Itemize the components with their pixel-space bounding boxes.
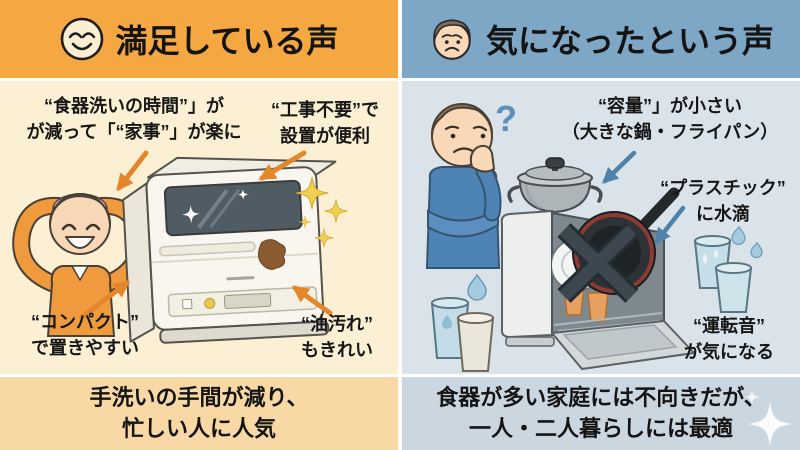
plastic-cups-left (430, 273, 495, 372)
question-mark: ? (495, 98, 517, 139)
blue-arrows (602, 150, 686, 245)
relaxed-man-and-clean-dishwasher-illustration (12, 150, 348, 344)
callout-compact: “コンパクト” で置きやすい (31, 312, 139, 359)
sparkle-icons (295, 176, 348, 248)
callout-oil-stains: “油汚れ” もきれい (301, 314, 373, 361)
relaxed-man (12, 193, 148, 337)
large-pot (507, 157, 603, 214)
plastic-cups-right (693, 226, 763, 313)
callout-dishwashing-time: “食器洗いの時間”」が が減って「“家事”」が楽に (26, 96, 242, 143)
orange-arrows (79, 150, 333, 320)
concerned-title: 気になったという声 (485, 23, 774, 59)
worried-face-icon (433, 19, 471, 60)
worried-man-and-open-dishwasher-illustration: ? (425, 98, 763, 372)
callout-plastic: “プラスチック” に水滴 (660, 178, 786, 225)
concerned-body: ? (402, 78, 800, 374)
concerned-summary-text: 食器が多い家庭には不向きだが、 一人・二人暮らしには最適 (436, 384, 766, 441)
grease-stain (257, 239, 286, 270)
dishwasher-window (163, 179, 303, 237)
callout-capacity: “容量”」が小さい （大きな鍋・フライパン） (561, 96, 779, 143)
satisfied-title: 満足している声 (115, 23, 339, 59)
satisfied-header: 満足している声 (0, 0, 398, 78)
callout-no-construction: “工事不要”で 設置が便利 (271, 100, 379, 147)
satisfied-body: “食器洗いの時間”」が が減って「“家事”」が楽に “工事不要”で 設置が便利 … (0, 78, 398, 374)
concerned-header: 気になったという声 (402, 0, 800, 78)
satisfied-panel: 満足している声 (0, 0, 398, 450)
smiley-face-icon (61, 17, 104, 61)
x-mark (557, 223, 639, 303)
satisfied-summary-text: 手洗いの手間が減り、 忙しい人に人気 (89, 384, 309, 441)
concerned-panel: 気になったという声 (402, 0, 800, 450)
callout-noise: “運転音” が気になる (684, 316, 774, 363)
worried-man: ? (425, 98, 517, 269)
open-dishwasher (500, 187, 695, 370)
concerned-summary-banner: 食器が多い家庭には不向きだが、 一人・二人暮らしには最適 (402, 374, 800, 450)
satisfied-summary-banner: 手洗いの手間が減り、 忙しい人に人気 (0, 374, 398, 450)
